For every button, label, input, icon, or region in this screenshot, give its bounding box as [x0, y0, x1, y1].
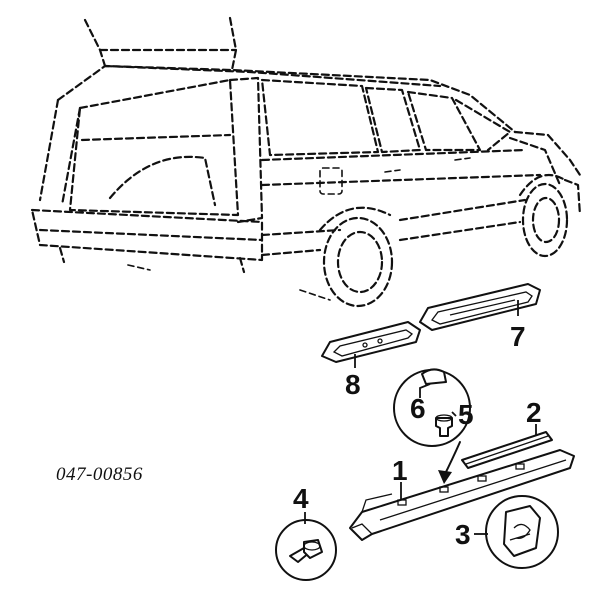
callout-1: 1: [392, 455, 408, 486]
part-1-rocker-panel: [349, 449, 575, 541]
detail-circle-part-3: [485, 495, 559, 569]
callout-7: 7: [510, 321, 526, 352]
callout-4: 4: [293, 483, 309, 514]
callout-labels: 7 8 6 5 2 1 3 4: [293, 321, 542, 550]
part-7-step-plate: [419, 283, 541, 331]
part-2-sill-strip: [461, 431, 553, 469]
detail-circle-part-4: [275, 519, 337, 581]
callout-2: 2: [526, 397, 542, 428]
part-8-step-plate: [321, 321, 421, 363]
callout-8: 8: [345, 369, 361, 400]
callout-3: 3: [455, 519, 471, 550]
callout-6: 6: [410, 393, 426, 424]
detail-circle-clips: [393, 368, 471, 484]
station-wagon-outline: [30, 16, 582, 308]
leader-lines: [304, 300, 537, 535]
callout-5: 5: [458, 399, 474, 430]
diagram-reference-code: 047-00856: [56, 464, 143, 485]
